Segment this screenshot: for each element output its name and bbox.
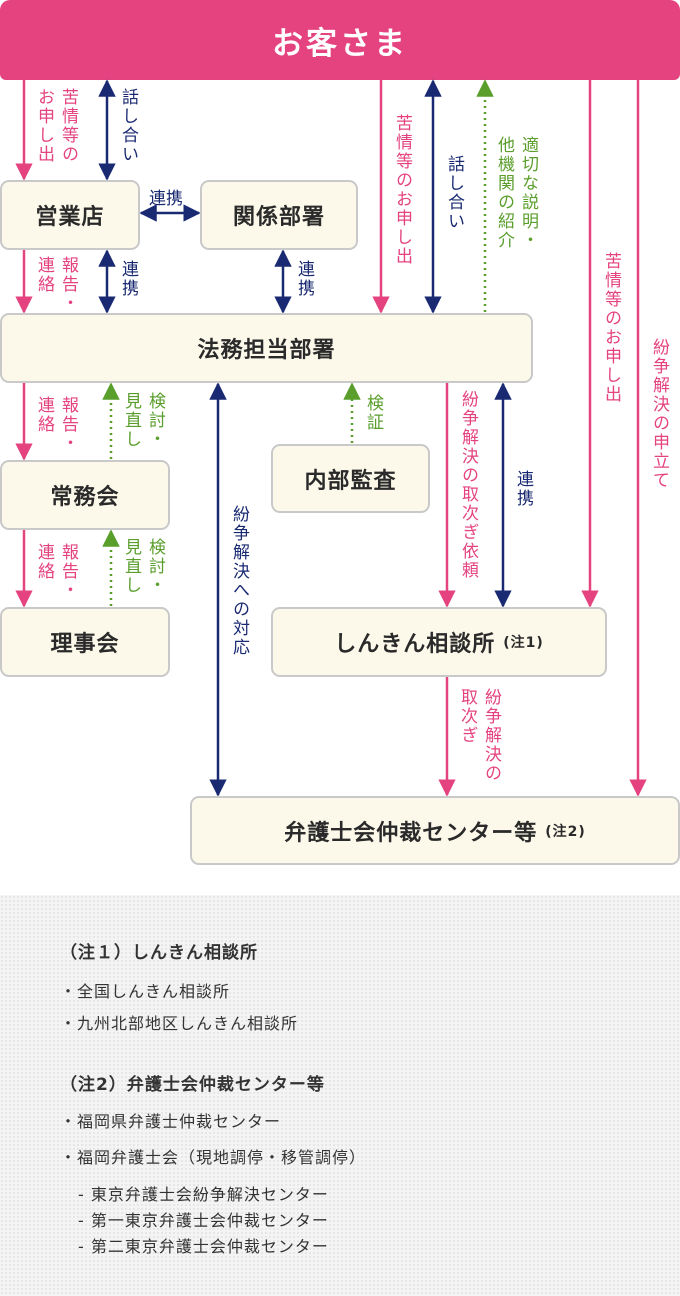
box-bar-association: 弁護士会仲裁センター等 (注2) <box>190 796 680 865</box>
customer-header: お客さま <box>0 0 680 80</box>
label-dispute-response: 紛争解決への対応 <box>229 505 249 657</box>
label-talk1: 話し合い <box>118 88 138 164</box>
note1-title: （注１）しんきん相談所 <box>60 943 258 963</box>
label-report2: 報告・ 連絡 <box>34 396 78 453</box>
note2-item: ・福岡弁護士会（現地調停・移管調停） <box>60 1148 367 1167</box>
label-coop2: 連携 <box>294 260 314 298</box>
label-coop3: 連携 <box>513 470 533 508</box>
label-complaint3: 苦情等のお申し出 <box>601 252 621 404</box>
label-intermed-request: 紛争解決の取次ぎ依頼 <box>458 390 478 580</box>
notes-panel: （注１）しんきん相談所 ・全国しんきん相談所 ・九州北部地区しんきん相談所 （注… <box>0 895 680 1296</box>
box-executive: 常務会 <box>0 460 170 530</box>
label-petition: 紛争解決の申立て <box>649 338 669 490</box>
label-complaint2: 苦情等のお申し出 <box>392 114 412 266</box>
label-complaint1: 苦情等の お申し出 <box>34 88 78 164</box>
note2-title: （注2）弁護士会仲裁センター等 <box>60 1075 325 1095</box>
label-report1: 報告・ 連絡 <box>34 256 78 313</box>
label-talk2: 話し合い <box>444 155 464 231</box>
box-related-dept: 関係部署 <box>200 180 358 250</box>
shinkin-label: しんきん相談所 <box>334 632 496 657</box>
note2-subitem: - 東京弁護士会紛争解決センター <box>78 1185 329 1204</box>
label-review2: 検討・ 見直し <box>121 538 165 595</box>
label-report3: 報告・ 連絡 <box>34 543 78 600</box>
label-verify: 検証 <box>363 394 383 432</box>
note2-item: ・福岡県弁護士仲裁センター <box>60 1112 282 1131</box>
box-legal-dept: 法務担当部署 <box>0 313 533 383</box>
bar-label: 弁護士会仲裁センター等 <box>284 820 538 846</box>
label-intermed: 紛争解決の 取次ぎ <box>457 688 501 783</box>
arrows <box>15 79 647 797</box>
box-branch: 営業店 <box>0 180 140 250</box>
note2-subitem: - 第一東京弁護士会仲裁センター <box>78 1211 329 1230</box>
note2-subitem: - 第二東京弁護士会仲裁センター <box>78 1237 329 1256</box>
note1-item: ・九州北部地区しんきん相談所 <box>60 1014 299 1033</box>
label-review1: 検討・ 見直し <box>121 392 165 449</box>
label-coop1: 連携 <box>118 260 138 298</box>
box-audit: 内部監査 <box>271 444 430 513</box>
shinkin-note-ref: (注1) <box>503 635 544 651</box>
box-board: 理事会 <box>0 607 170 677</box>
bar-note-ref: (注2) <box>545 823 586 840</box>
note1-item: ・全国しんきん相談所 <box>60 982 231 1001</box>
label-explain: 適切な説明・ 他機関の紹介 <box>494 136 538 250</box>
box-shinkin: しんきん相談所 (注1) <box>271 607 607 677</box>
label-coop-h: 連携 <box>149 189 183 209</box>
